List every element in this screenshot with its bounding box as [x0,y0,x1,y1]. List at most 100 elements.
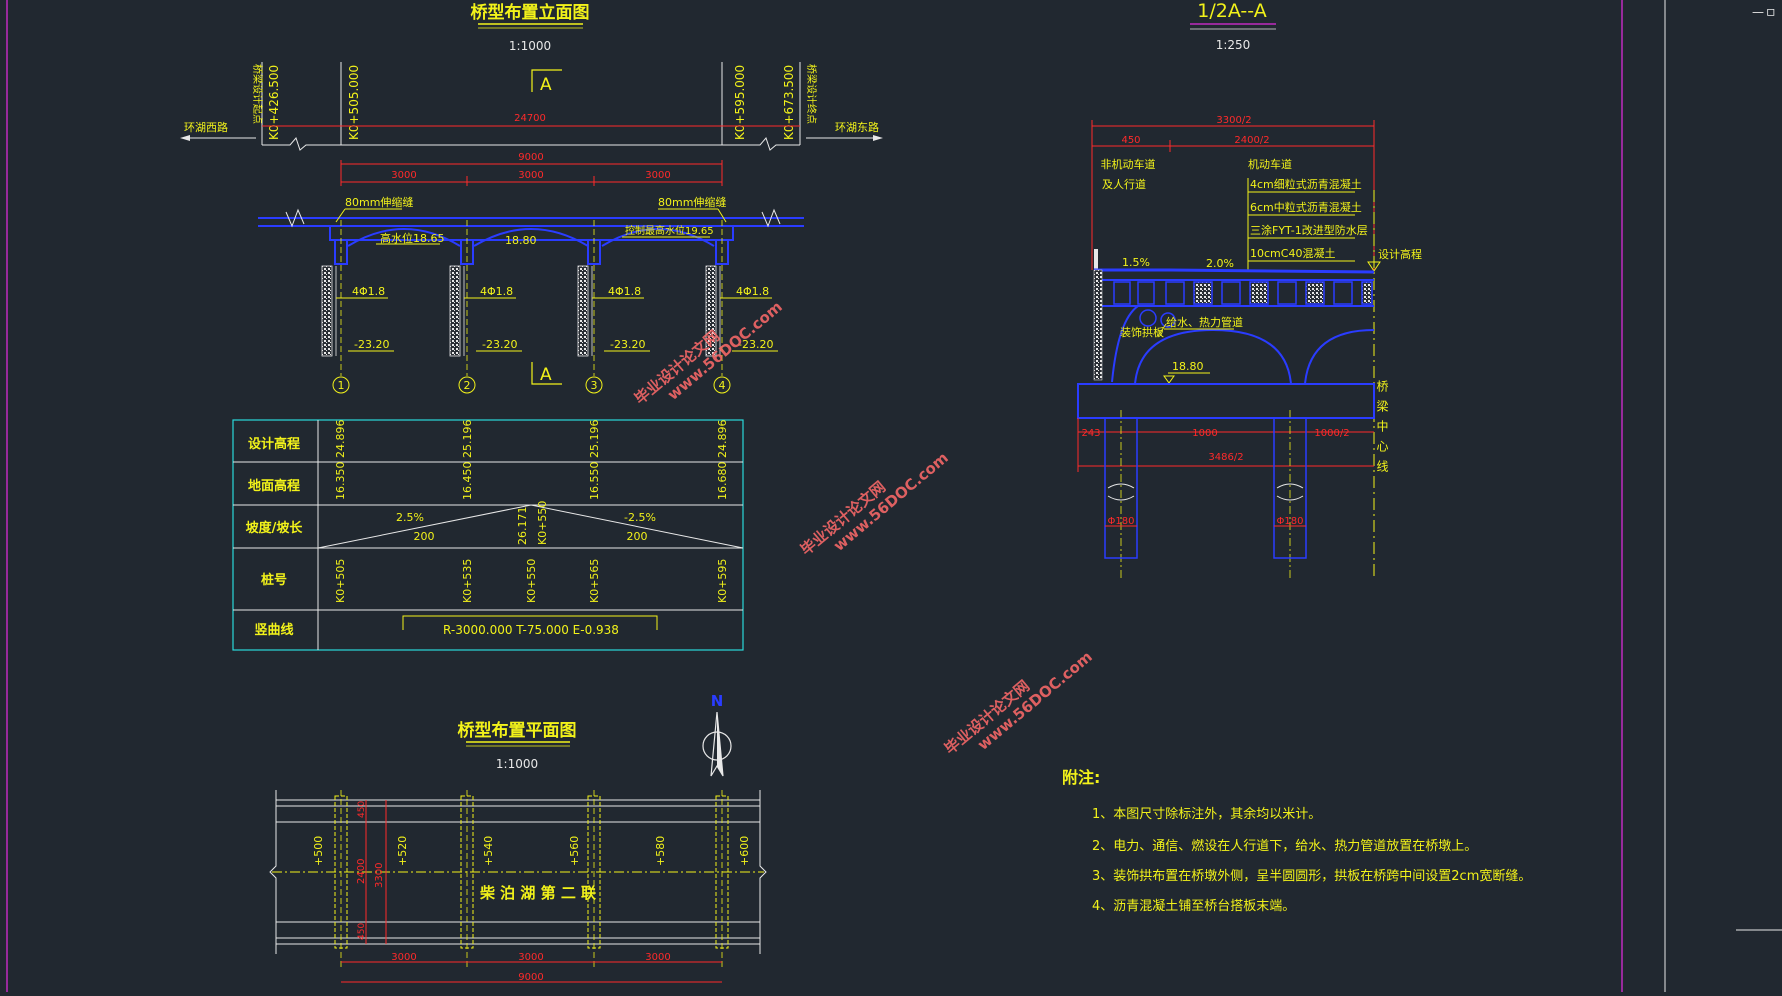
deck-cell [1221,281,1241,305]
minimize-button[interactable]: — [1752,5,1764,19]
deck-cell [1137,281,1155,305]
deck-beam [329,225,734,241]
plan-span: 3000 [391,952,416,963]
elevation-title: 桥型布置立面图 [471,2,590,23]
road-left-label: 环湖西路 [184,121,228,134]
elevation-view: 桥型布置立面图 1:1000 A A K0+426.500 K0+505.000… [180,2,883,394]
pile [449,265,461,357]
arch-label: 装饰拱板 [1120,325,1164,339]
span-label: 3000 [391,170,416,181]
arrow-head-icon [180,135,190,141]
plan-station: +560 [568,836,581,866]
grade-line [317,504,744,549]
section-title: 1/2A--A [1197,0,1266,22]
width-side: 450 [357,801,367,818]
table-frame [232,419,744,651]
break-symbol [761,208,781,228]
width-total: 3300 [374,863,385,888]
section-scale: 1:250 [1216,38,1251,52]
pile-spec: 4Φ1.8 [608,285,641,298]
sidewalk-width: 450 [1121,135,1140,146]
profile-table: 设计高程 地面高程 坡度/坡长 桩号 竖曲线 24.896 25.196 25.… [232,419,744,651]
deck-cell [1193,281,1213,305]
water-level-2: 18.80 [505,234,537,247]
pier-number-label: 2 [464,379,471,392]
plan-scale: 1:1000 [496,757,538,771]
span-label: 3000 [518,170,543,181]
table-row-header: 设计高程 [248,436,300,452]
dim-total-half: 3486/2 [1208,452,1243,463]
lane-nonmotor: 非机动车道 [1101,157,1156,171]
layer-3: 三涂FYT-1改进型防水层 [1250,223,1368,237]
road-half-width: 2400/2 [1234,135,1269,146]
section-elev: 18.80 [1172,360,1204,373]
expansion-joint-right: 80mm伸缩缝 [658,195,726,209]
note-item: 4、沥青混凝土铺至桥台搭板末端。 [1092,898,1295,914]
pier-number [585,376,603,394]
section-mark-top-label: A [540,75,552,95]
design-elev-label: 设计高程 [1378,247,1422,261]
pipe-label: 给水、热力管道 [1166,315,1243,329]
dim-bridge-label: 9000 [518,152,543,163]
plan-station: +540 [482,836,495,866]
table-row-header: 桩号 [261,572,287,588]
station-label: K0+595.000 [733,65,747,140]
pile-bottom: -23.20 [354,338,389,351]
north-label: N [711,692,724,710]
dim-243: 243 [1081,428,1100,439]
table-station: K0+565 [588,559,601,603]
grade-right-length: 200 [627,530,648,543]
pile-shaft [1273,417,1307,559]
plan-span: 3000 [645,952,670,963]
leader-line [717,208,727,223]
lane-motor: 机动车道 [1248,157,1292,171]
deck-cell [1305,281,1325,305]
ground-elev: 16.550 [588,462,601,501]
north-arrow-icon: N [702,692,732,777]
plan-title: 桥型布置平面图 [458,720,577,741]
lane-ped: 及人行道 [1102,177,1146,191]
notes: 附注: 1、本图尺寸除标注外，其余均以米计。 2、电力、通信、燃设在人行道下，给… [1062,768,1531,914]
pile [577,265,589,357]
main-arch [1304,329,1375,385]
arrow-head-icon [873,135,883,141]
deck-cell [1277,281,1297,305]
dim-total-label: 24700 [514,113,546,124]
section-mark-top [531,69,562,92]
table-station: K0+535 [461,559,474,603]
bridge-start-label: 桥梁设计起点 [251,64,264,124]
deck-surface [1094,268,1375,274]
design-elev: 24.896 [334,420,347,459]
pile-dia: Φ180 [1277,516,1304,527]
pier-number-label: 1 [338,379,345,392]
arch [601,228,715,247]
plan-break-right [759,790,767,954]
plan-station: +500 [312,836,325,866]
design-elev: 25.196 [588,420,601,459]
deck-cell [1361,281,1373,305]
grade-left-length: 200 [414,530,435,543]
note-item: 2、电力、通信、燃设在人行道下，给水、热力管道放置在桥墩上。 [1092,838,1477,854]
pile-spec: 4Φ1.8 [352,285,385,298]
ground-line [262,137,800,151]
pile [321,265,333,357]
plan-span: 3000 [518,952,543,963]
table-row-header: 地面高程 [248,478,300,494]
expansion-joint-left: 80mm伸缩缝 [345,195,413,209]
vertical-curve-bracket [402,615,658,630]
leader-line [1157,323,1167,337]
table-row-header: 坡度/坡长 [246,520,304,536]
arch [347,228,461,247]
plan-station: +600 [738,836,751,866]
plan-total: 9000 [518,972,543,983]
break-symbol [285,208,305,228]
layer-4: 10cmC40混凝土 [1250,246,1335,260]
plan-view: 桥型布置平面图 1:1000 N +500 +520 + [269,692,767,983]
elevation-scale: 1:1000 [509,39,551,53]
pier-number-label: 4 [719,379,726,392]
slope-walk: 1.5% [1122,256,1150,269]
water-level-1: 高水位18.65 [380,231,445,245]
table-station: K0+550 [525,559,538,603]
restore-button[interactable]: ▫ [1766,4,1776,20]
bridge-end-label: 桥梁设计终点 [805,64,818,124]
